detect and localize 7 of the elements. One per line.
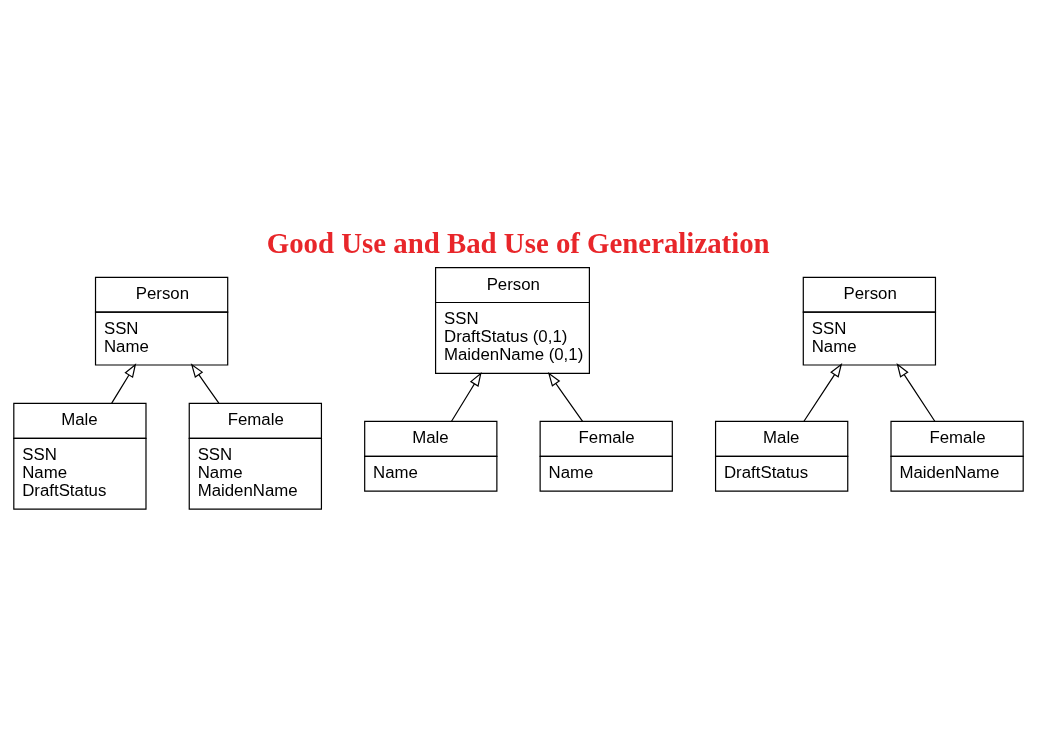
arrow	[803, 362, 843, 422]
arrow	[450, 371, 482, 422]
arrow	[547, 371, 584, 422]
diagram-title: Good Use and Bad Use of Generalization	[266, 226, 770, 259]
arrow	[111, 362, 137, 404]
arrow	[896, 362, 936, 422]
arrow	[190, 362, 220, 404]
